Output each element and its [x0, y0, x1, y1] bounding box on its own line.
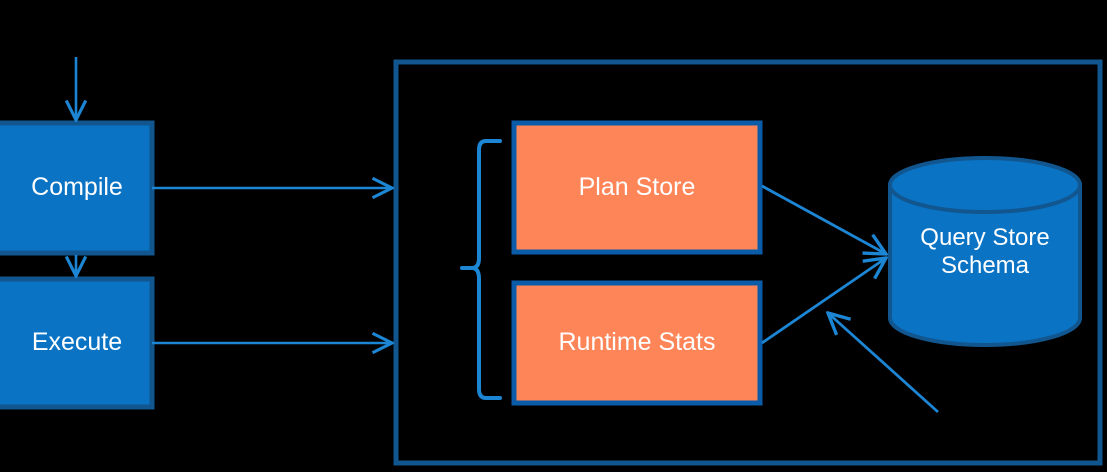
query-store-schema-cylinder[interactable] — [888, 156, 1082, 347]
arrow-plan-store-to-schema — [761, 184, 886, 254]
runtime-stats-box[interactable] — [511, 280, 763, 406]
plan-store-box[interactable] — [511, 120, 763, 255]
execute-box[interactable] — [0, 276, 155, 410]
compile-box[interactable] — [0, 120, 155, 256]
grouping-brace — [460, 139, 502, 400]
arrow-runtime-stats-to-schema — [761, 258, 886, 345]
container-boundary — [393, 59, 1103, 466]
arrow-external-to-schema — [828, 313, 939, 414]
